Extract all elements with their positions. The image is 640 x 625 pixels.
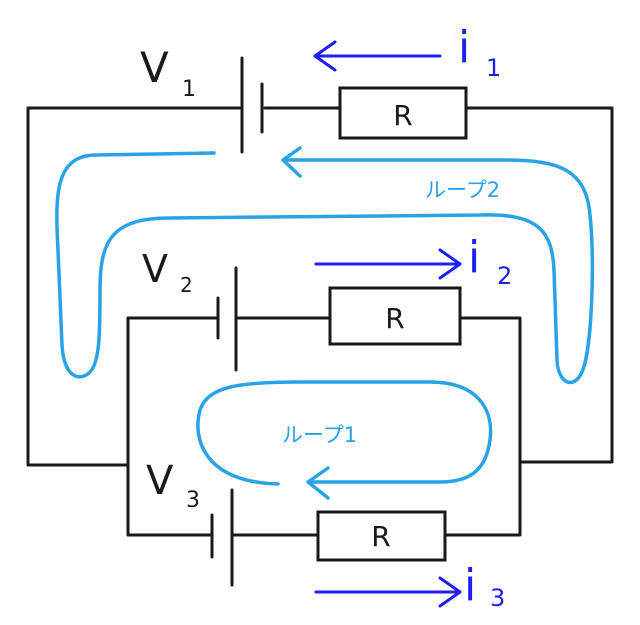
- resistor-3: R: [316, 510, 447, 562]
- loop-1: ループ1: [196, 380, 493, 500]
- outer-wire-left: [26, 106, 242, 467]
- voltage-label-v3: V 3: [146, 458, 200, 513]
- loop-2-arrowhead: [281, 146, 302, 178]
- loop-2-path: [55, 151, 595, 385]
- resistor-2: R: [328, 286, 462, 346]
- resistor-1-body: [338, 86, 468, 140]
- voltage-v1-symbol: V: [140, 43, 169, 92]
- current-i1-subscript: 1: [486, 54, 501, 82]
- voltage-v2-subscript: 2: [180, 273, 193, 297]
- current-i2-subscript: 2: [497, 262, 512, 290]
- loop-2-label: ループ2: [425, 178, 500, 202]
- resistor-3-body: [316, 510, 447, 562]
- loop-1-arrowhead: [306, 466, 330, 500]
- voltage-v2-symbol: V: [142, 247, 168, 291]
- inner-wire-right: [443, 316, 522, 537]
- outer-circuit-wires: [26, 106, 614, 467]
- battery-v1: [240, 56, 264, 154]
- resistor-1: R: [338, 86, 468, 140]
- current-i3-head: [438, 576, 462, 608]
- battery-v2: [216, 266, 238, 372]
- voltage-label-v1: V 1: [140, 43, 196, 102]
- resistor-3-label: R: [371, 520, 390, 553]
- battery-v3: [210, 488, 234, 587]
- current-i1-head: [313, 40, 337, 72]
- outer-wire-right: [464, 106, 614, 464]
- voltage-label-v2: V 2: [142, 247, 193, 297]
- voltage-v1-subscript: 1: [182, 77, 196, 102]
- current-arrow-i1: i 1: [313, 22, 501, 82]
- voltage-v3-subscript: 3: [186, 488, 200, 513]
- resistor-1-label: R: [393, 99, 412, 132]
- current-arrow-i3: i 3: [314, 560, 505, 612]
- current-i1-symbol: i: [458, 22, 470, 73]
- loop-2: ループ2: [55, 146, 595, 385]
- current-arrow-i2: i 2: [314, 232, 512, 290]
- resistor-2-body: [328, 286, 462, 346]
- current-i3-symbol: i: [464, 560, 476, 611]
- current-i3-subscript: 3: [490, 584, 505, 612]
- inner-circuit-wires: [126, 316, 522, 537]
- resistor-2-label: R: [385, 302, 404, 335]
- current-i2-head: [438, 248, 462, 280]
- current-i2-symbol: i: [468, 232, 480, 283]
- voltage-v3-symbol: V: [146, 458, 174, 504]
- inner-wire-left: [126, 316, 220, 537]
- loop-1-path: [196, 380, 493, 486]
- loop-1-label: ループ1: [282, 423, 357, 447]
